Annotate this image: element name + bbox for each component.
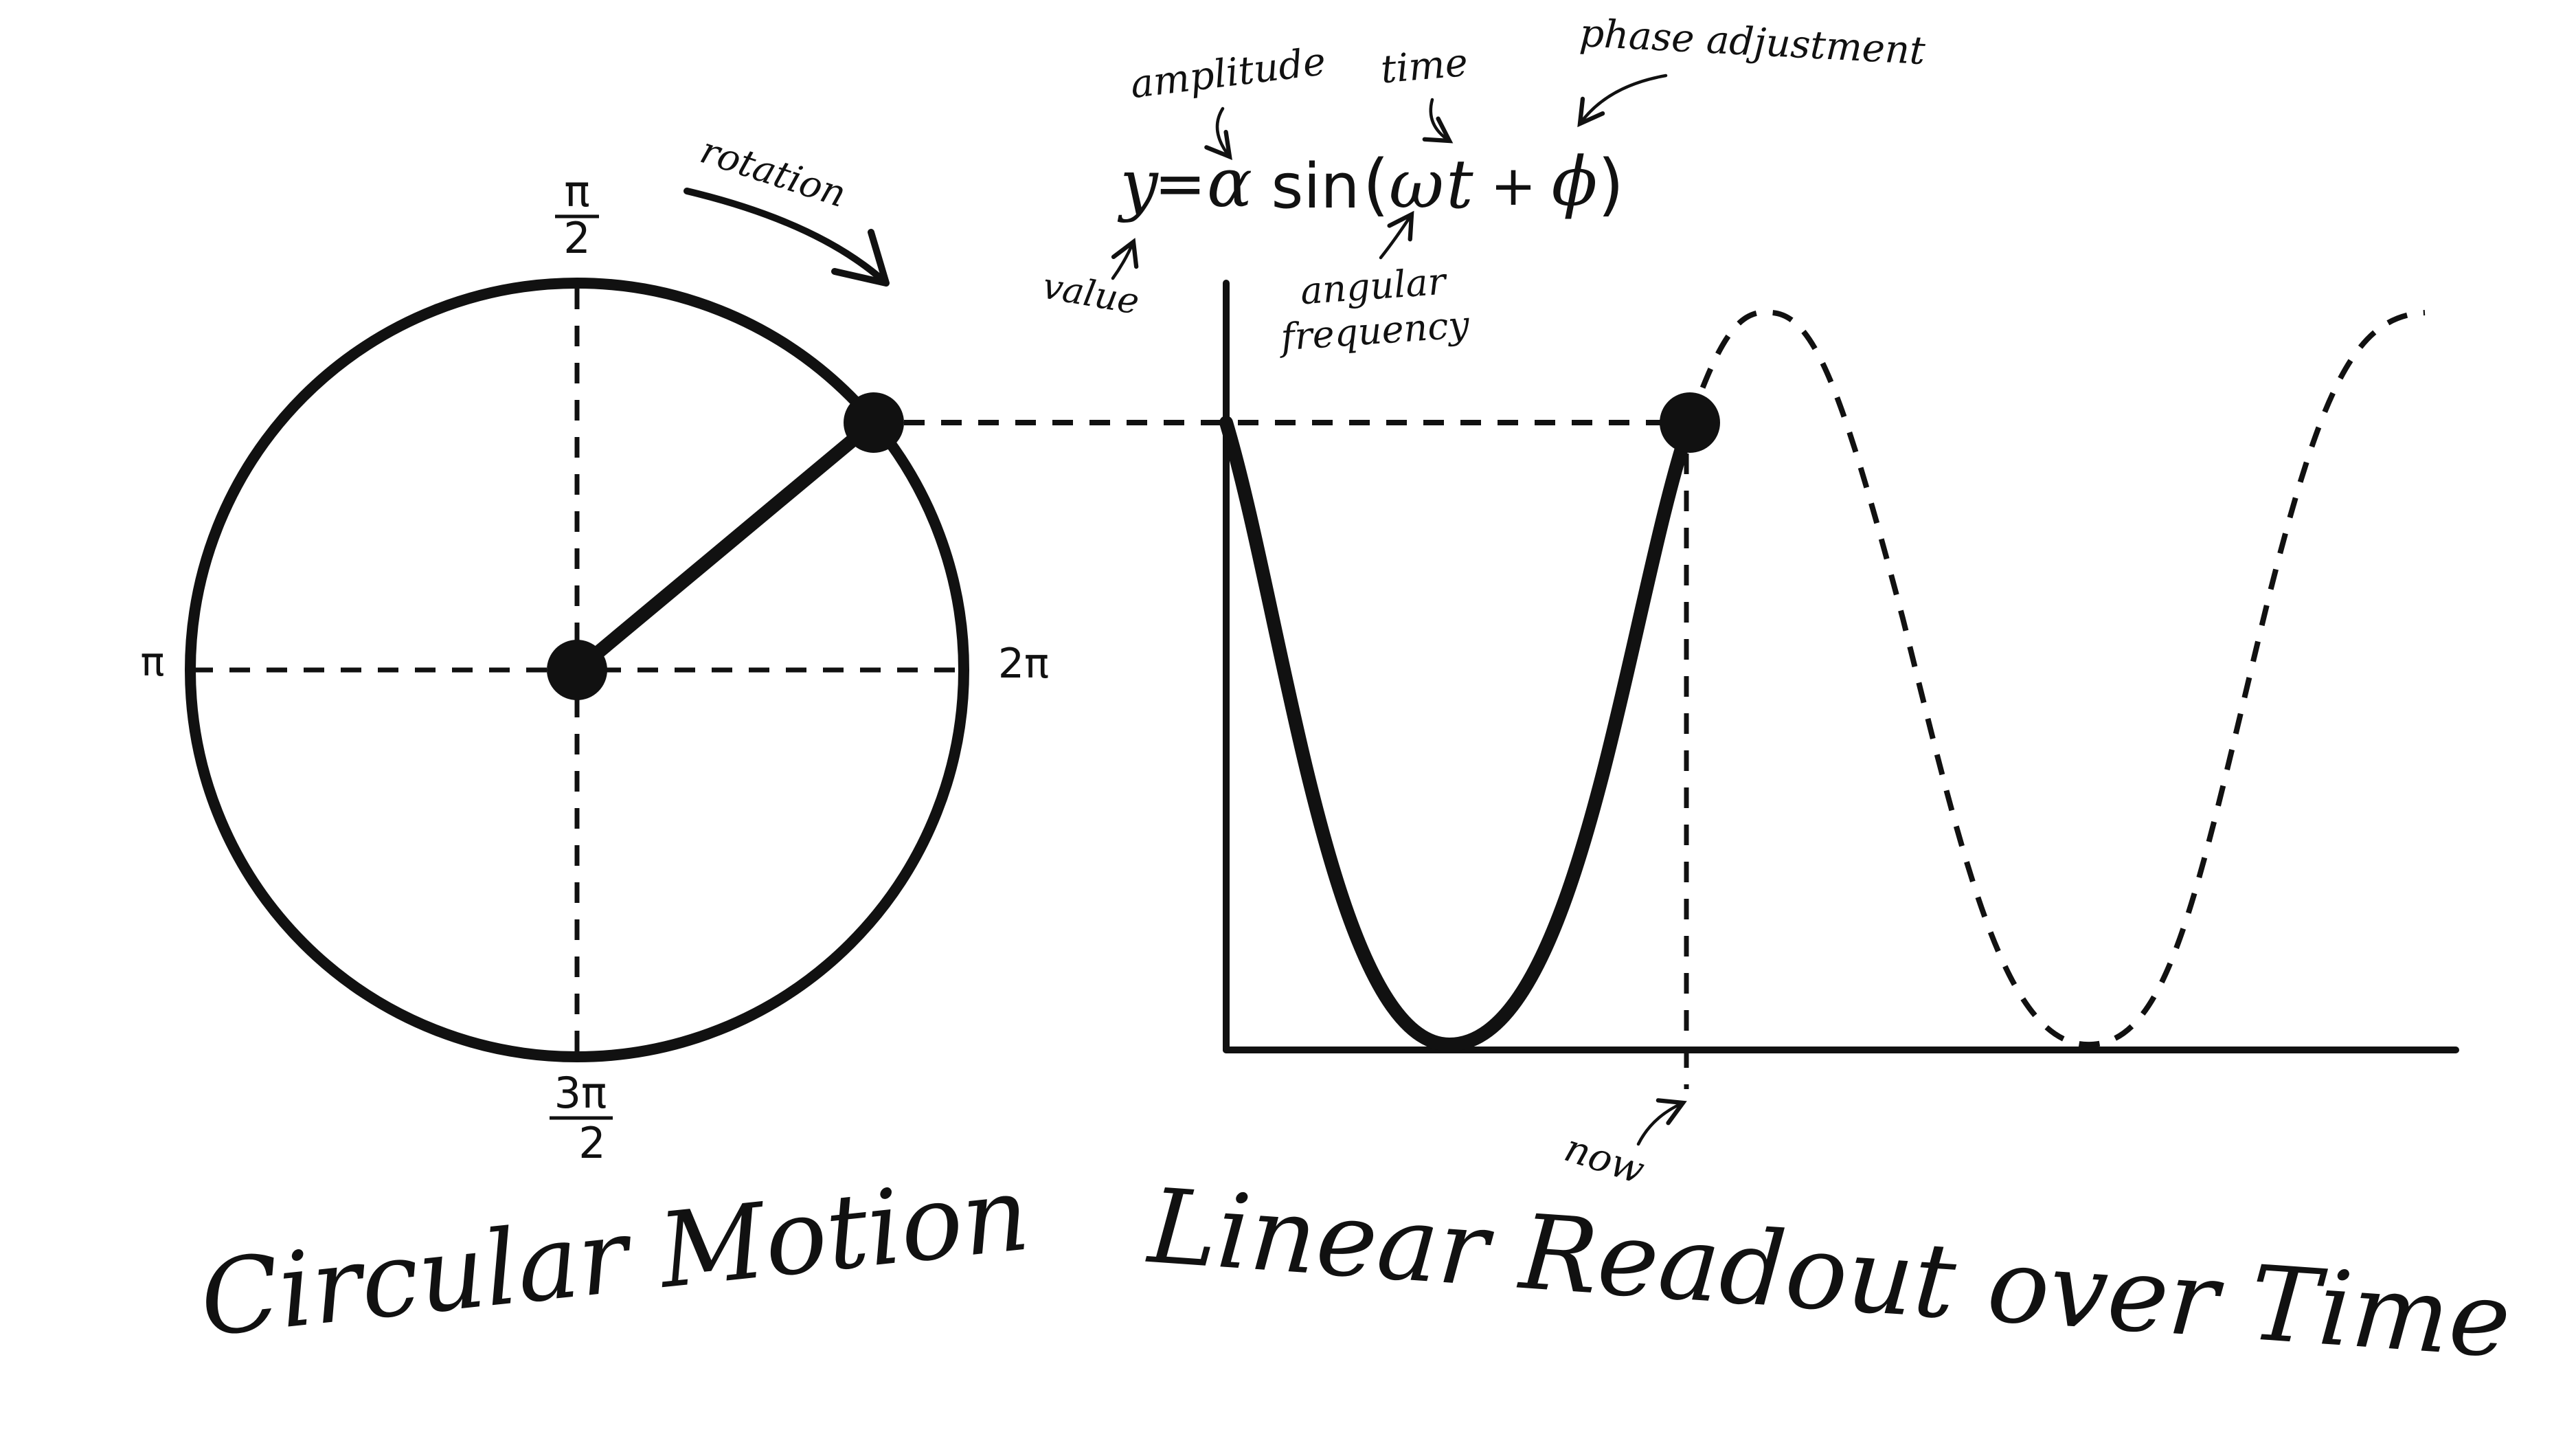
annotation-phase-adjustment: phase adjustment <box>1579 11 1927 74</box>
circular-motion-title: Circular Motion <box>194 1154 1034 1360</box>
annotation-time: time <box>1379 41 1469 93</box>
equation-phi: ϕ <box>1552 143 1598 221</box>
radius-line <box>570 416 881 677</box>
wave-current-point <box>1660 392 1720 453</box>
phase-arrow <box>1577 74 1668 128</box>
rotation-arrowhead <box>831 229 890 287</box>
equation-equals: = <box>1154 148 1206 220</box>
annotation-angular: angular <box>1299 260 1449 313</box>
value-arrow <box>1111 238 1139 280</box>
label-pi-over-2-numerator: π <box>564 166 589 216</box>
rotation-arrow <box>683 188 884 282</box>
wave-future-dashed <box>1687 309 2426 1048</box>
circular-motion-panel: π 2 π 2π 3π 2 rotation Circular Motion <box>141 128 1050 1360</box>
label-2pi: 2π <box>998 640 1049 688</box>
equation-y: y <box>1117 146 1159 224</box>
unit-circle <box>185 278 969 1062</box>
equation: y = α sin ( ω t + ϕ ) <box>1117 143 1624 224</box>
label-pi-over-2-denominator: 2 <box>563 213 590 263</box>
annotation-amplitude: amplitude <box>1128 39 1329 107</box>
label-3pi-over-2-denominator: 2 <box>578 1118 605 1168</box>
amplitude-arrow <box>1204 107 1232 160</box>
angular-frequency-arrow <box>1379 210 1414 260</box>
annotation-now: now <box>1559 1126 1650 1193</box>
wave-past-solid <box>1219 416 1697 1051</box>
label-3pi-over-2-numerator: 3π <box>554 1068 607 1118</box>
now-arrow <box>1636 1098 1687 1146</box>
rotating-point <box>844 392 904 453</box>
equation-right-paren: ) <box>1598 146 1624 224</box>
equation-left-paren: ( <box>1363 146 1389 224</box>
equation-omega: ω <box>1389 146 1444 224</box>
equation-plus: + <box>1490 154 1536 218</box>
annotation-value: value <box>1039 265 1142 323</box>
equation-t: t <box>1446 146 1473 224</box>
linear-readout-panel: now Linear Readout over Time <box>1143 280 2514 1381</box>
equation-sin: sin <box>1272 150 1360 223</box>
label-pi: π <box>141 638 165 685</box>
time-arrow <box>1422 98 1454 144</box>
center-point <box>547 640 607 700</box>
linear-readout-title: Linear Readout over Time <box>1143 1167 2514 1381</box>
